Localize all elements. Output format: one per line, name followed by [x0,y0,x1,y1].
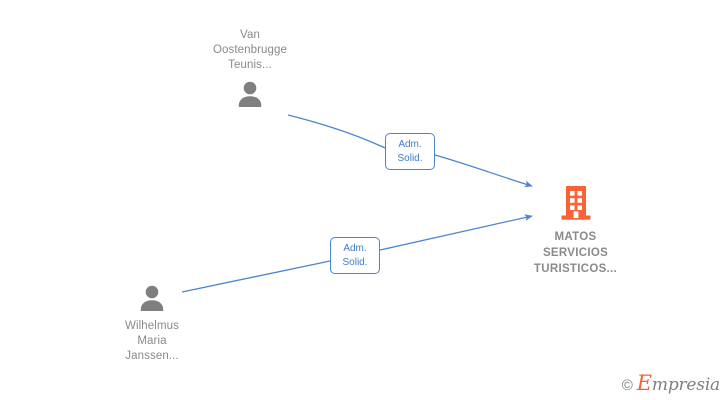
brand-wordmark: Empresia [637,373,720,394]
empresia-watermark: © Empresia [622,373,720,394]
brand-initial: E [636,371,652,395]
person-node-label: Van Oostenbrugge Teunis... [212,29,288,71]
edge-label-adm-solid-person2[interactable]: Adm. Solid. [330,237,380,274]
graph-node-person-wilhelmus-janssen[interactable]: Wilhelmus Maria Janssen... [77,283,227,364]
person-icon [238,81,262,107]
person-icon [140,285,164,311]
graph-node-company-matos-servicios-turisticos[interactable]: MATOS SERVICIOS TURISTICOS... [503,186,648,277]
brand-rest: mpresia [651,375,720,395]
company-node-label: MATOS SERVICIOS TURISTICOS... [533,231,618,275]
edge-label-adm-solid-person1[interactable]: Adm. Solid. [385,133,435,170]
building-icon [561,186,590,220]
edge-line-person1-company-tail [434,154,533,188]
person-node-label: Wilhelmus Maria Janssen... [125,320,179,362]
edge-line-person1-company [287,114,386,149]
graph-node-person-van-oostenbrugge[interactable]: Van Oostenbrugge Teunis... [175,28,325,109]
copyright-icon: © [621,377,633,394]
